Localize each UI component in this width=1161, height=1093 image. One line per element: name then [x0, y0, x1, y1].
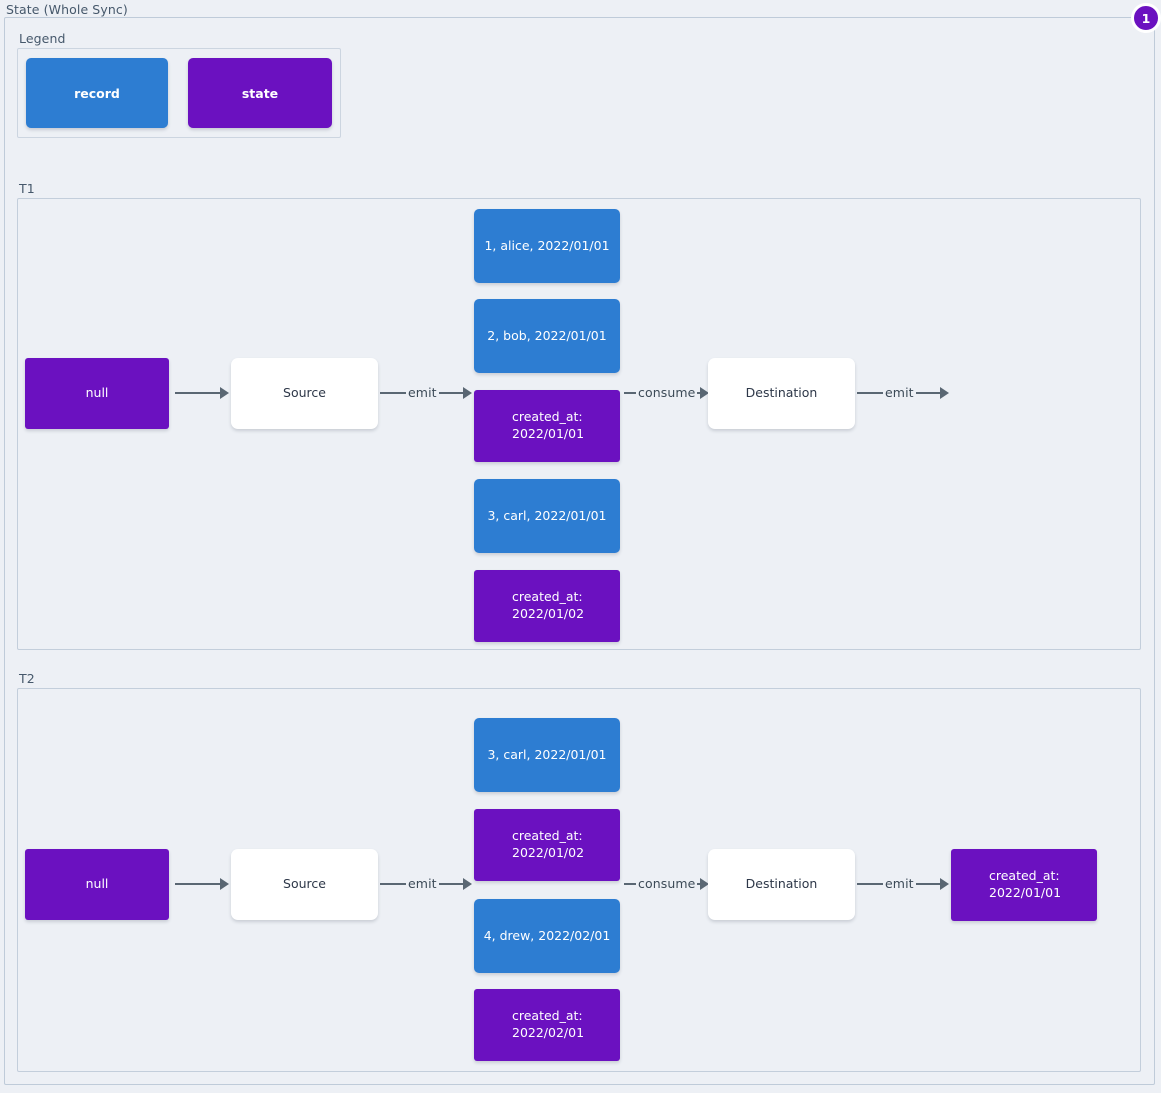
t2-stream-item-1[interactable]: created_at: 2022/01/02 — [474, 809, 620, 881]
t2-stream-item-3[interactable]: created_at: 2022/02/01 — [474, 989, 620, 1061]
t1-destination-node[interactable]: Destination — [708, 358, 855, 429]
legend-title: Legend — [19, 31, 66, 46]
t1-stream-item-3[interactable]: 3, carl, 2022/01/01 — [474, 479, 620, 553]
t1-stream-item-0[interactable]: 1, alice, 2022/01/01 — [474, 209, 620, 283]
section-container-t1 — [17, 198, 1141, 650]
outer-container — [4, 17, 1155, 1085]
t1-stream-item-2[interactable]: created_at: 2022/01/01 — [474, 390, 620, 462]
t1-initial-state[interactable]: null — [25, 358, 169, 429]
page-title: State (Whole Sync) — [6, 2, 128, 17]
section-label-t2: T2 — [19, 671, 35, 686]
t2-stream-item-2[interactable]: 4, drew, 2022/02/01 — [474, 899, 620, 973]
legend-container — [17, 48, 341, 138]
legend-item-record: record — [26, 58, 168, 128]
t2-final-state[interactable]: created_at: 2022/01/01 — [951, 849, 1097, 921]
t1-source-node[interactable]: Source — [231, 358, 378, 429]
legend-item-state: state — [188, 58, 332, 128]
t2-destination-node[interactable]: Destination — [708, 849, 855, 920]
section-container-t2 — [17, 688, 1141, 1072]
section-label-t1: T1 — [19, 181, 35, 196]
t1-stream-item-1[interactable]: 2, bob, 2022/01/01 — [474, 299, 620, 373]
t1-stream-item-4[interactable]: created_at: 2022/01/02 — [474, 570, 620, 642]
t2-stream-item-0[interactable]: 3, carl, 2022/01/01 — [474, 718, 620, 792]
t2-initial-state[interactable]: null — [25, 849, 169, 920]
status-badge[interactable]: 1 — [1131, 3, 1161, 33]
t2-source-node[interactable]: Source — [231, 849, 378, 920]
